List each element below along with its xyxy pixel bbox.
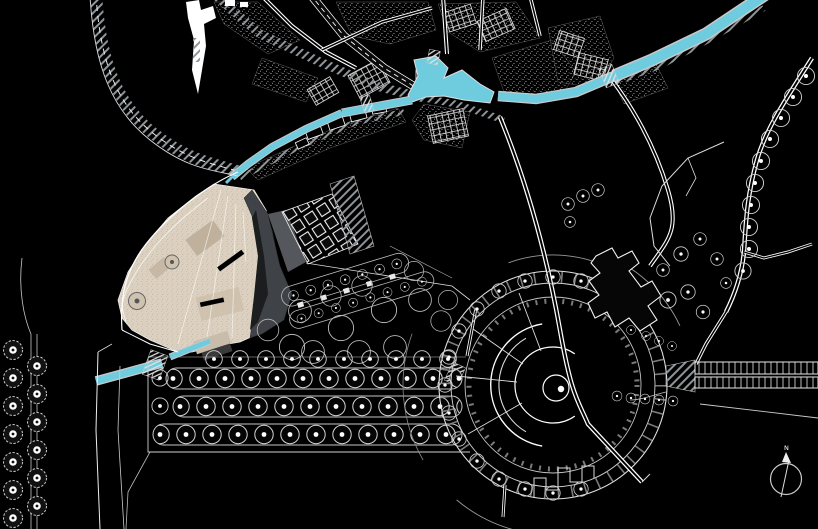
- north-arrow-circle: [769, 462, 803, 496]
- parking-tree-rows: [125, 307, 478, 529]
- river-basin: [407, 55, 495, 104]
- river: [224, 0, 769, 185]
- north-arrow-head: [782, 452, 791, 463]
- checkerboard-blocks: [268, 175, 471, 301]
- waterfront-site: [117, 183, 293, 361]
- north-arrow: N: [769, 444, 803, 498]
- terrace-tree-bands: [281, 252, 435, 329]
- site-shade-patch: [185, 219, 225, 257]
- comb-structure: [533, 465, 595, 498]
- dark-road: [309, 0, 423, 94]
- plaza-diagonal-road: [497, 116, 651, 484]
- north-arrow-label: N: [784, 444, 789, 452]
- coast-road-lines: [89, 0, 239, 353]
- northeast-parcel-boundary: [649, 141, 725, 267]
- hatched-roads: [90, 0, 766, 181]
- pier: [186, 0, 248, 94]
- secondary-roads: [263, 0, 814, 365]
- site-slot: [217, 249, 245, 272]
- east-bridge: [629, 359, 818, 419]
- east-building-cluster: [587, 247, 662, 332]
- avenue-flower-trees: [3, 257, 125, 529]
